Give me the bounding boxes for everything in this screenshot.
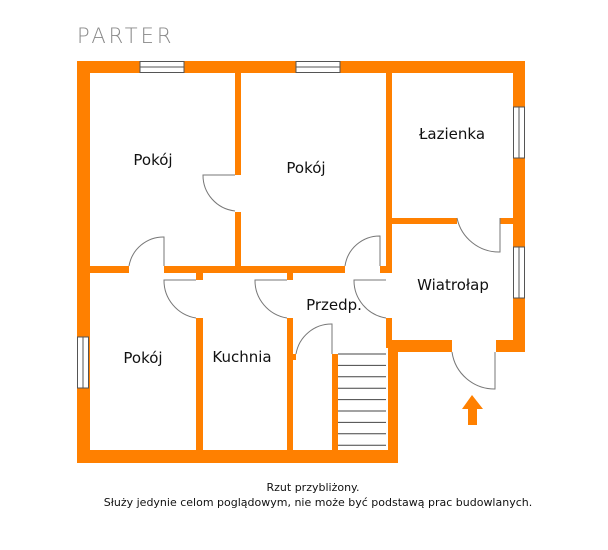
wall-bath-b <box>500 218 525 224</box>
door <box>202 174 236 212</box>
door <box>128 236 165 267</box>
wall-middle-vertical-b <box>386 318 392 348</box>
room-label-kuchnia: Kuchnia <box>212 348 272 366</box>
wall-stub-3 <box>293 354 296 360</box>
room-label-przedpokoj: Przedp. <box>306 296 362 314</box>
room-label-wiatrolap: Wiatrołap <box>417 276 489 294</box>
wall-stair-left <box>332 354 338 450</box>
room-label-lazienka: Łazienka <box>418 125 486 143</box>
wall-horizontal-c <box>380 266 392 273</box>
stairs <box>338 353 386 446</box>
windows <box>77 61 525 389</box>
door <box>456 217 501 253</box>
arrow-up-icon <box>462 395 483 425</box>
wall-entrance-right <box>496 340 525 352</box>
disclaimer-line-2: Służy jedynie celom poglądowym, nie może… <box>103 496 533 509</box>
wall-horizontal-a <box>90 266 129 273</box>
wall-stub-1 <box>196 273 203 280</box>
room-label-pokoj: Pokój <box>286 159 326 177</box>
walls <box>77 61 525 463</box>
doors <box>128 174 501 390</box>
wall-kitchen-hall <box>287 318 293 450</box>
wall-stub-2 <box>287 273 293 280</box>
floor-title: PARTER <box>77 24 175 48</box>
door <box>451 351 496 390</box>
door <box>344 235 381 267</box>
wall-room-kitchen <box>196 318 203 450</box>
room-label-pokoj: Pokój <box>123 349 163 367</box>
door <box>254 279 288 319</box>
door <box>353 279 387 319</box>
wall-left <box>77 61 90 463</box>
room-label-pokoj: Pokój <box>133 151 173 169</box>
wall-bottom <box>77 450 398 463</box>
wall-entrance-left <box>388 340 452 352</box>
door <box>163 279 197 319</box>
wall-bath-a <box>391 218 457 224</box>
wall-horizontal-b <box>164 266 345 273</box>
wall-right <box>513 61 525 352</box>
door <box>295 323 333 355</box>
wall-room1-room2-b <box>235 212 241 270</box>
wall-middle-vertical-a <box>386 73 392 270</box>
wall-room1-room2-a <box>235 73 241 175</box>
wall-stair-right <box>388 340 398 463</box>
disclaimer-line-1: Rzut przybliżony. <box>266 481 360 494</box>
